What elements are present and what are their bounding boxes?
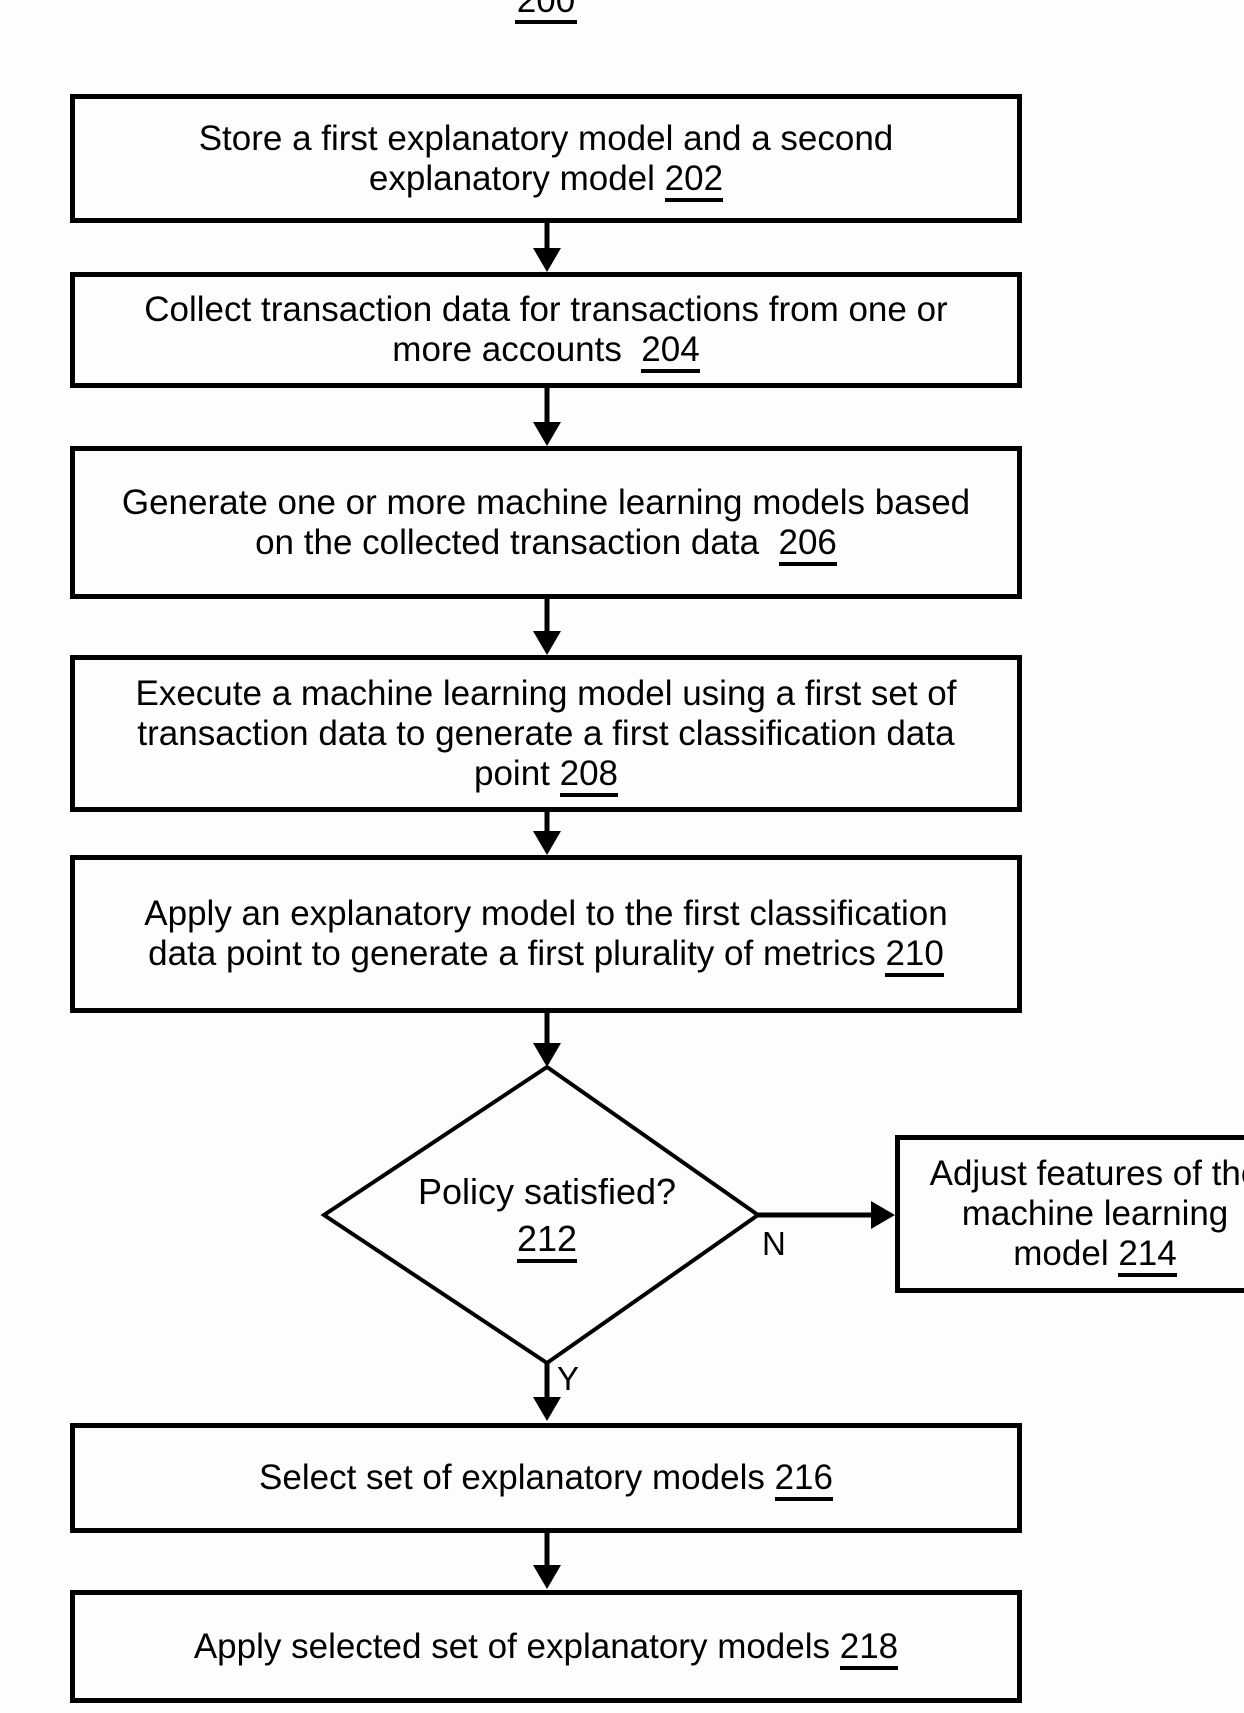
decision-label-212: Policy satisfied?212 xyxy=(347,1168,747,1263)
flow-box-204: Collect transaction data for transaction… xyxy=(70,272,1022,388)
branch-label-yes: Y xyxy=(557,1360,580,1397)
figure-number: 200 xyxy=(70,0,1022,24)
flow-box-216: Select set of explanatory models 216 xyxy=(70,1423,1022,1533)
arrow-204-206 xyxy=(533,386,561,446)
arrow-216-218 xyxy=(533,1531,561,1589)
flow-box-206: Generate one or more machine learning mo… xyxy=(70,446,1022,599)
flow-box-208: Execute a machine learning model using a… xyxy=(70,655,1022,812)
branch-label-no: N xyxy=(762,1225,786,1262)
arrow-210-212 xyxy=(533,1011,561,1067)
flow-box-210: Apply an explanatory model to the first … xyxy=(70,855,1022,1013)
arrow-208-210 xyxy=(533,810,561,855)
flow-box-202: Store a first explanatory model and a se… xyxy=(70,94,1022,223)
arrow-202-204 xyxy=(533,220,561,272)
arrow-206-208 xyxy=(533,597,561,655)
flow-box-218: Apply selected set of explanatory models… xyxy=(70,1590,1022,1703)
figure-number-text: 200 xyxy=(514,0,578,24)
